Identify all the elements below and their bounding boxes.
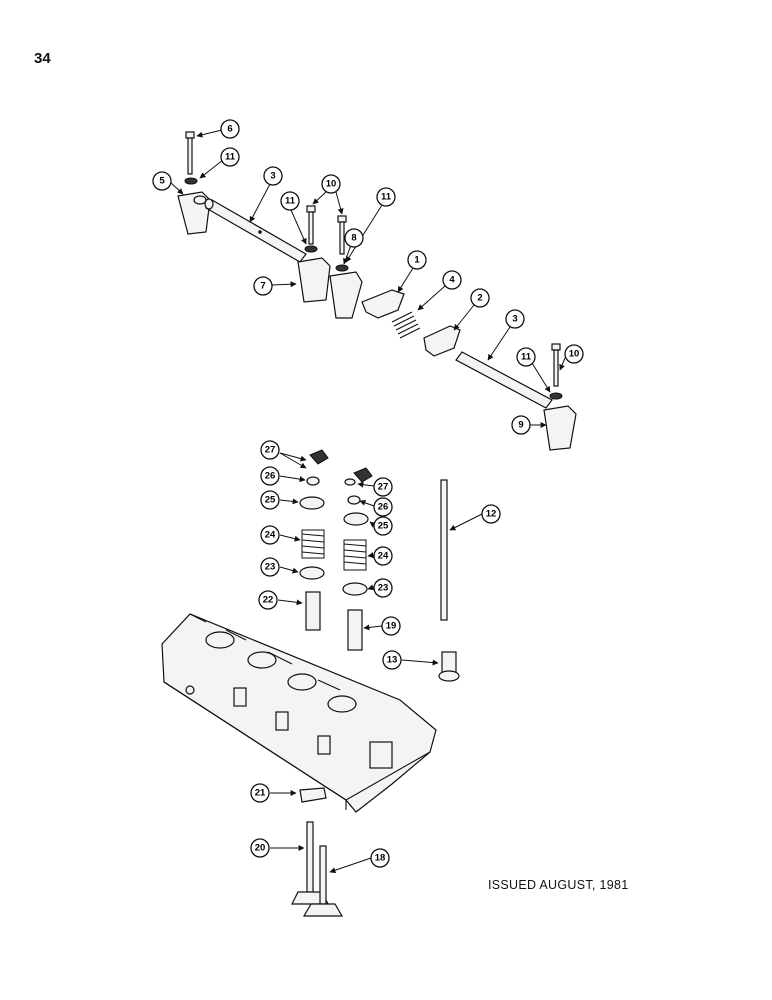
callout-27: 27 xyxy=(373,477,393,497)
washer-part xyxy=(184,177,198,185)
svg-text:10: 10 xyxy=(326,179,337,190)
cylinder-head-part xyxy=(161,613,437,813)
callout-25: 25 xyxy=(373,516,393,536)
callout-2: 2 xyxy=(470,288,490,308)
svg-text:23: 23 xyxy=(265,562,276,573)
svg-text:3: 3 xyxy=(270,171,275,182)
svg-text:19: 19 xyxy=(386,621,397,632)
svg-text:2: 2 xyxy=(477,293,482,304)
svg-text:18: 18 xyxy=(375,853,386,864)
callout-4: 4 xyxy=(442,270,462,290)
valve-spring-part xyxy=(343,539,367,571)
callout-18: 18 xyxy=(370,848,390,868)
callout-7: 7 xyxy=(253,276,273,296)
callout-13: 13 xyxy=(382,650,402,670)
callout-23: 23 xyxy=(260,557,280,577)
svg-text:21: 21 xyxy=(255,788,266,799)
callout-26: 26 xyxy=(260,466,280,486)
callout-10: 10 xyxy=(321,174,341,194)
push-rod-part xyxy=(440,479,448,621)
svg-text:25: 25 xyxy=(378,521,389,532)
valve-guide-part xyxy=(347,609,363,651)
svg-text:26: 26 xyxy=(265,471,276,482)
callout-22: 22 xyxy=(258,590,278,610)
valve-spring-part xyxy=(301,529,325,559)
svg-text:23: 23 xyxy=(378,583,389,594)
svg-text:11: 11 xyxy=(521,352,532,363)
svg-text:22: 22 xyxy=(263,595,274,606)
callout-20: 20 xyxy=(250,838,270,858)
svg-text:5: 5 xyxy=(159,176,165,187)
svg-text:1: 1 xyxy=(414,255,420,266)
callout-12: 12 xyxy=(481,504,501,524)
callout-5: 5 xyxy=(152,171,172,191)
svg-text:6: 6 xyxy=(227,124,232,135)
svg-text:8: 8 xyxy=(351,233,356,244)
valve-guide-part xyxy=(305,591,321,631)
valve-part xyxy=(291,821,329,905)
callout-1: 1 xyxy=(407,250,427,270)
svg-text:11: 11 xyxy=(381,192,392,203)
svg-text:26: 26 xyxy=(378,502,389,513)
callout-26: 26 xyxy=(373,497,393,517)
tappet-part xyxy=(438,651,460,682)
svg-text:13: 13 xyxy=(387,655,398,666)
bolt-part xyxy=(185,131,195,175)
callout-24: 24 xyxy=(260,525,280,545)
svg-text:7: 7 xyxy=(260,281,265,292)
svg-text:3: 3 xyxy=(512,314,517,325)
svg-text:9: 9 xyxy=(518,420,523,431)
callout-3: 3 xyxy=(263,166,283,186)
svg-text:20: 20 xyxy=(255,843,266,854)
callout-19: 19 xyxy=(381,616,401,636)
svg-text:4: 4 xyxy=(449,275,455,286)
svg-text:11: 11 xyxy=(225,152,236,163)
callout-11: 11 xyxy=(516,347,536,367)
callout-3: 3 xyxy=(505,309,525,329)
rocker-support-part xyxy=(543,405,577,451)
svg-text:27: 27 xyxy=(378,482,389,493)
rocker-spring-part xyxy=(391,311,421,339)
svg-text:25: 25 xyxy=(265,495,276,506)
rocker-arm-part xyxy=(423,325,461,357)
callout-24: 24 xyxy=(373,546,393,566)
valve-seat-insert-part xyxy=(299,787,327,803)
rocker-support-part xyxy=(297,257,331,303)
callout-27: 27 xyxy=(260,440,280,460)
callout-9: 9 xyxy=(511,415,531,435)
callout-23: 23 xyxy=(373,578,393,598)
callout-11: 11 xyxy=(220,147,240,167)
rocker-arm-part xyxy=(361,289,405,319)
rocker-shaft-part xyxy=(455,351,553,409)
callout-11: 11 xyxy=(376,187,396,207)
callout-11: 11 xyxy=(280,191,300,211)
issued-date-note: ISSUED AUGUST, 1981 xyxy=(488,878,629,892)
page-number: 34 xyxy=(34,50,51,67)
callout-21: 21 xyxy=(250,783,270,803)
svg-text:24: 24 xyxy=(265,530,276,541)
rocker-support-part xyxy=(329,271,363,319)
svg-text:27: 27 xyxy=(265,445,276,456)
svg-text:11: 11 xyxy=(285,196,296,207)
svg-text:10: 10 xyxy=(569,349,580,360)
callout-25: 25 xyxy=(260,490,280,510)
callout-6: 6 xyxy=(220,119,240,139)
callout-8: 8 xyxy=(344,228,364,248)
svg-text:12: 12 xyxy=(486,509,497,520)
svg-text:24: 24 xyxy=(378,551,389,562)
valve-part xyxy=(302,845,344,917)
callout-10: 10 xyxy=(564,344,584,364)
